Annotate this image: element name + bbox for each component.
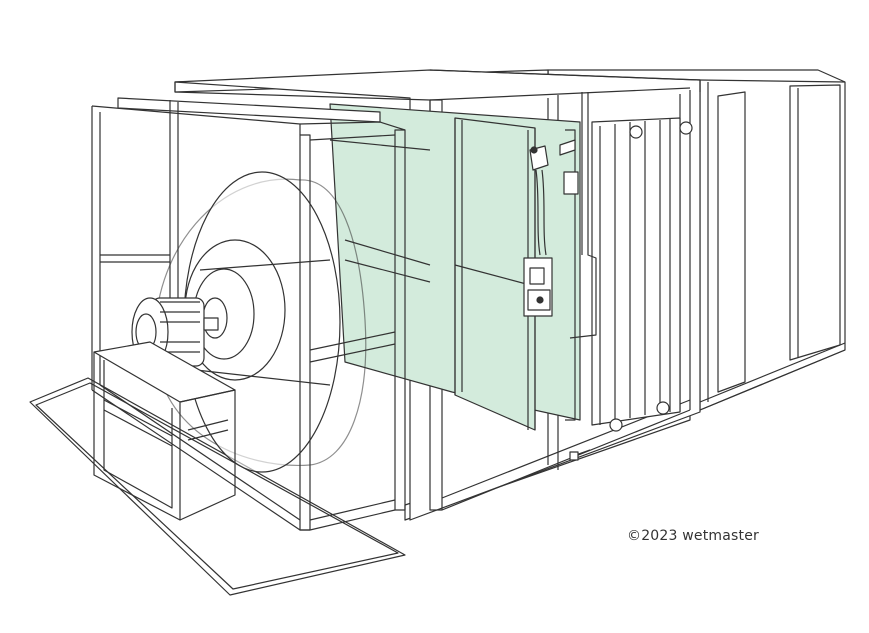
copyright-text: ©2023 wetmaster [627,528,760,544]
centrifugal-fan [154,171,367,473]
motor-base [93,341,236,521]
coil-section [569,92,693,461]
water-supply-unit [523,139,579,317]
fan-section-front-frame [91,121,406,531]
humidifier-media-panel [329,103,581,431]
